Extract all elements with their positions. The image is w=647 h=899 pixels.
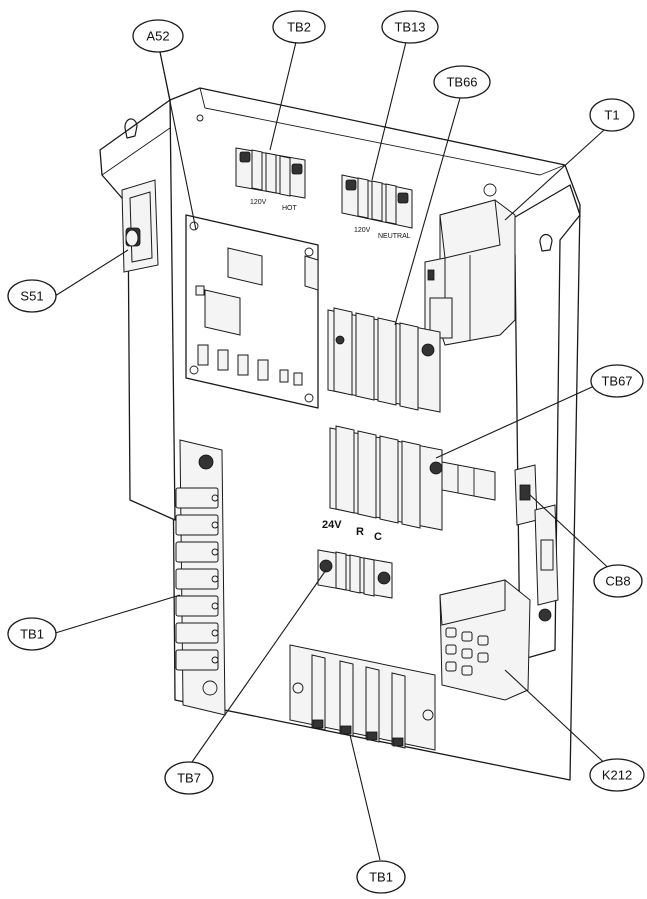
svg-text:S51: S51 <box>20 289 43 304</box>
tb13-terminal-block: 120V NEUTRAL <box>341 174 413 240</box>
tb7-terminal-block: 24V R C <box>317 519 393 599</box>
callout-tb66: TB66 <box>433 65 491 99</box>
callout-t1: T1 <box>589 98 635 132</box>
svg-text:TB1: TB1 <box>369 870 393 885</box>
tb67-terminal-block <box>329 425 496 531</box>
svg-text:A52: A52 <box>146 29 169 44</box>
svg-text:K212: K212 <box>602 768 632 783</box>
t1-transformer <box>424 199 516 346</box>
tb2-120v-label: 120V <box>250 199 267 206</box>
callout-tb13: TB13 <box>381 10 439 44</box>
callout-tb7: TB7 <box>164 761 214 795</box>
svg-text:TB7: TB7 <box>177 771 201 786</box>
right-bracket <box>509 184 581 661</box>
tb7-c-label: C <box>374 531 382 543</box>
tb2-hot-label: HOT <box>282 205 298 212</box>
svg-text:TB1: TB1 <box>20 627 44 642</box>
cb8-circuit-breaker <box>514 464 559 606</box>
tb13-neutral-label: NEUTRAL <box>378 233 411 240</box>
callout-tb67: TB67 <box>590 364 644 398</box>
tb7-r-label: R <box>356 526 364 538</box>
tb13-120v-label: 120V <box>354 227 371 234</box>
tb66-terminal-block <box>327 307 441 413</box>
k212-contactor <box>439 579 552 701</box>
callout-a52: A52 <box>132 19 184 53</box>
callout-cb8: CB8 <box>593 564 643 598</box>
svg-text:T1: T1 <box>604 108 619 123</box>
tb7-24v-label: 24V <box>322 519 342 531</box>
callout-tb2: TB2 <box>272 10 326 44</box>
s51-switch <box>121 179 159 273</box>
callout-tb1-bottom: TB1 <box>356 860 406 894</box>
callout-k212: K212 <box>589 758 645 792</box>
left-bracket <box>99 99 176 521</box>
svg-text:CB8: CB8 <box>605 574 630 589</box>
a52-control-board <box>185 214 319 409</box>
tb1-left-terminal-strip <box>175 439 226 716</box>
tb1-bottom-terminal-block <box>289 644 436 751</box>
callout-s51: S51 <box>7 279 57 313</box>
svg-text:TB2: TB2 <box>287 20 311 35</box>
svg-text:TB67: TB67 <box>601 374 632 389</box>
svg-text:TB13: TB13 <box>394 20 425 35</box>
leader-lines <box>51 41 617 861</box>
callout-tb1-left: TB1 <box>7 617 57 651</box>
svg-text:TB66: TB66 <box>446 75 477 90</box>
tb2-terminal-block: 120V HOT <box>235 147 306 212</box>
